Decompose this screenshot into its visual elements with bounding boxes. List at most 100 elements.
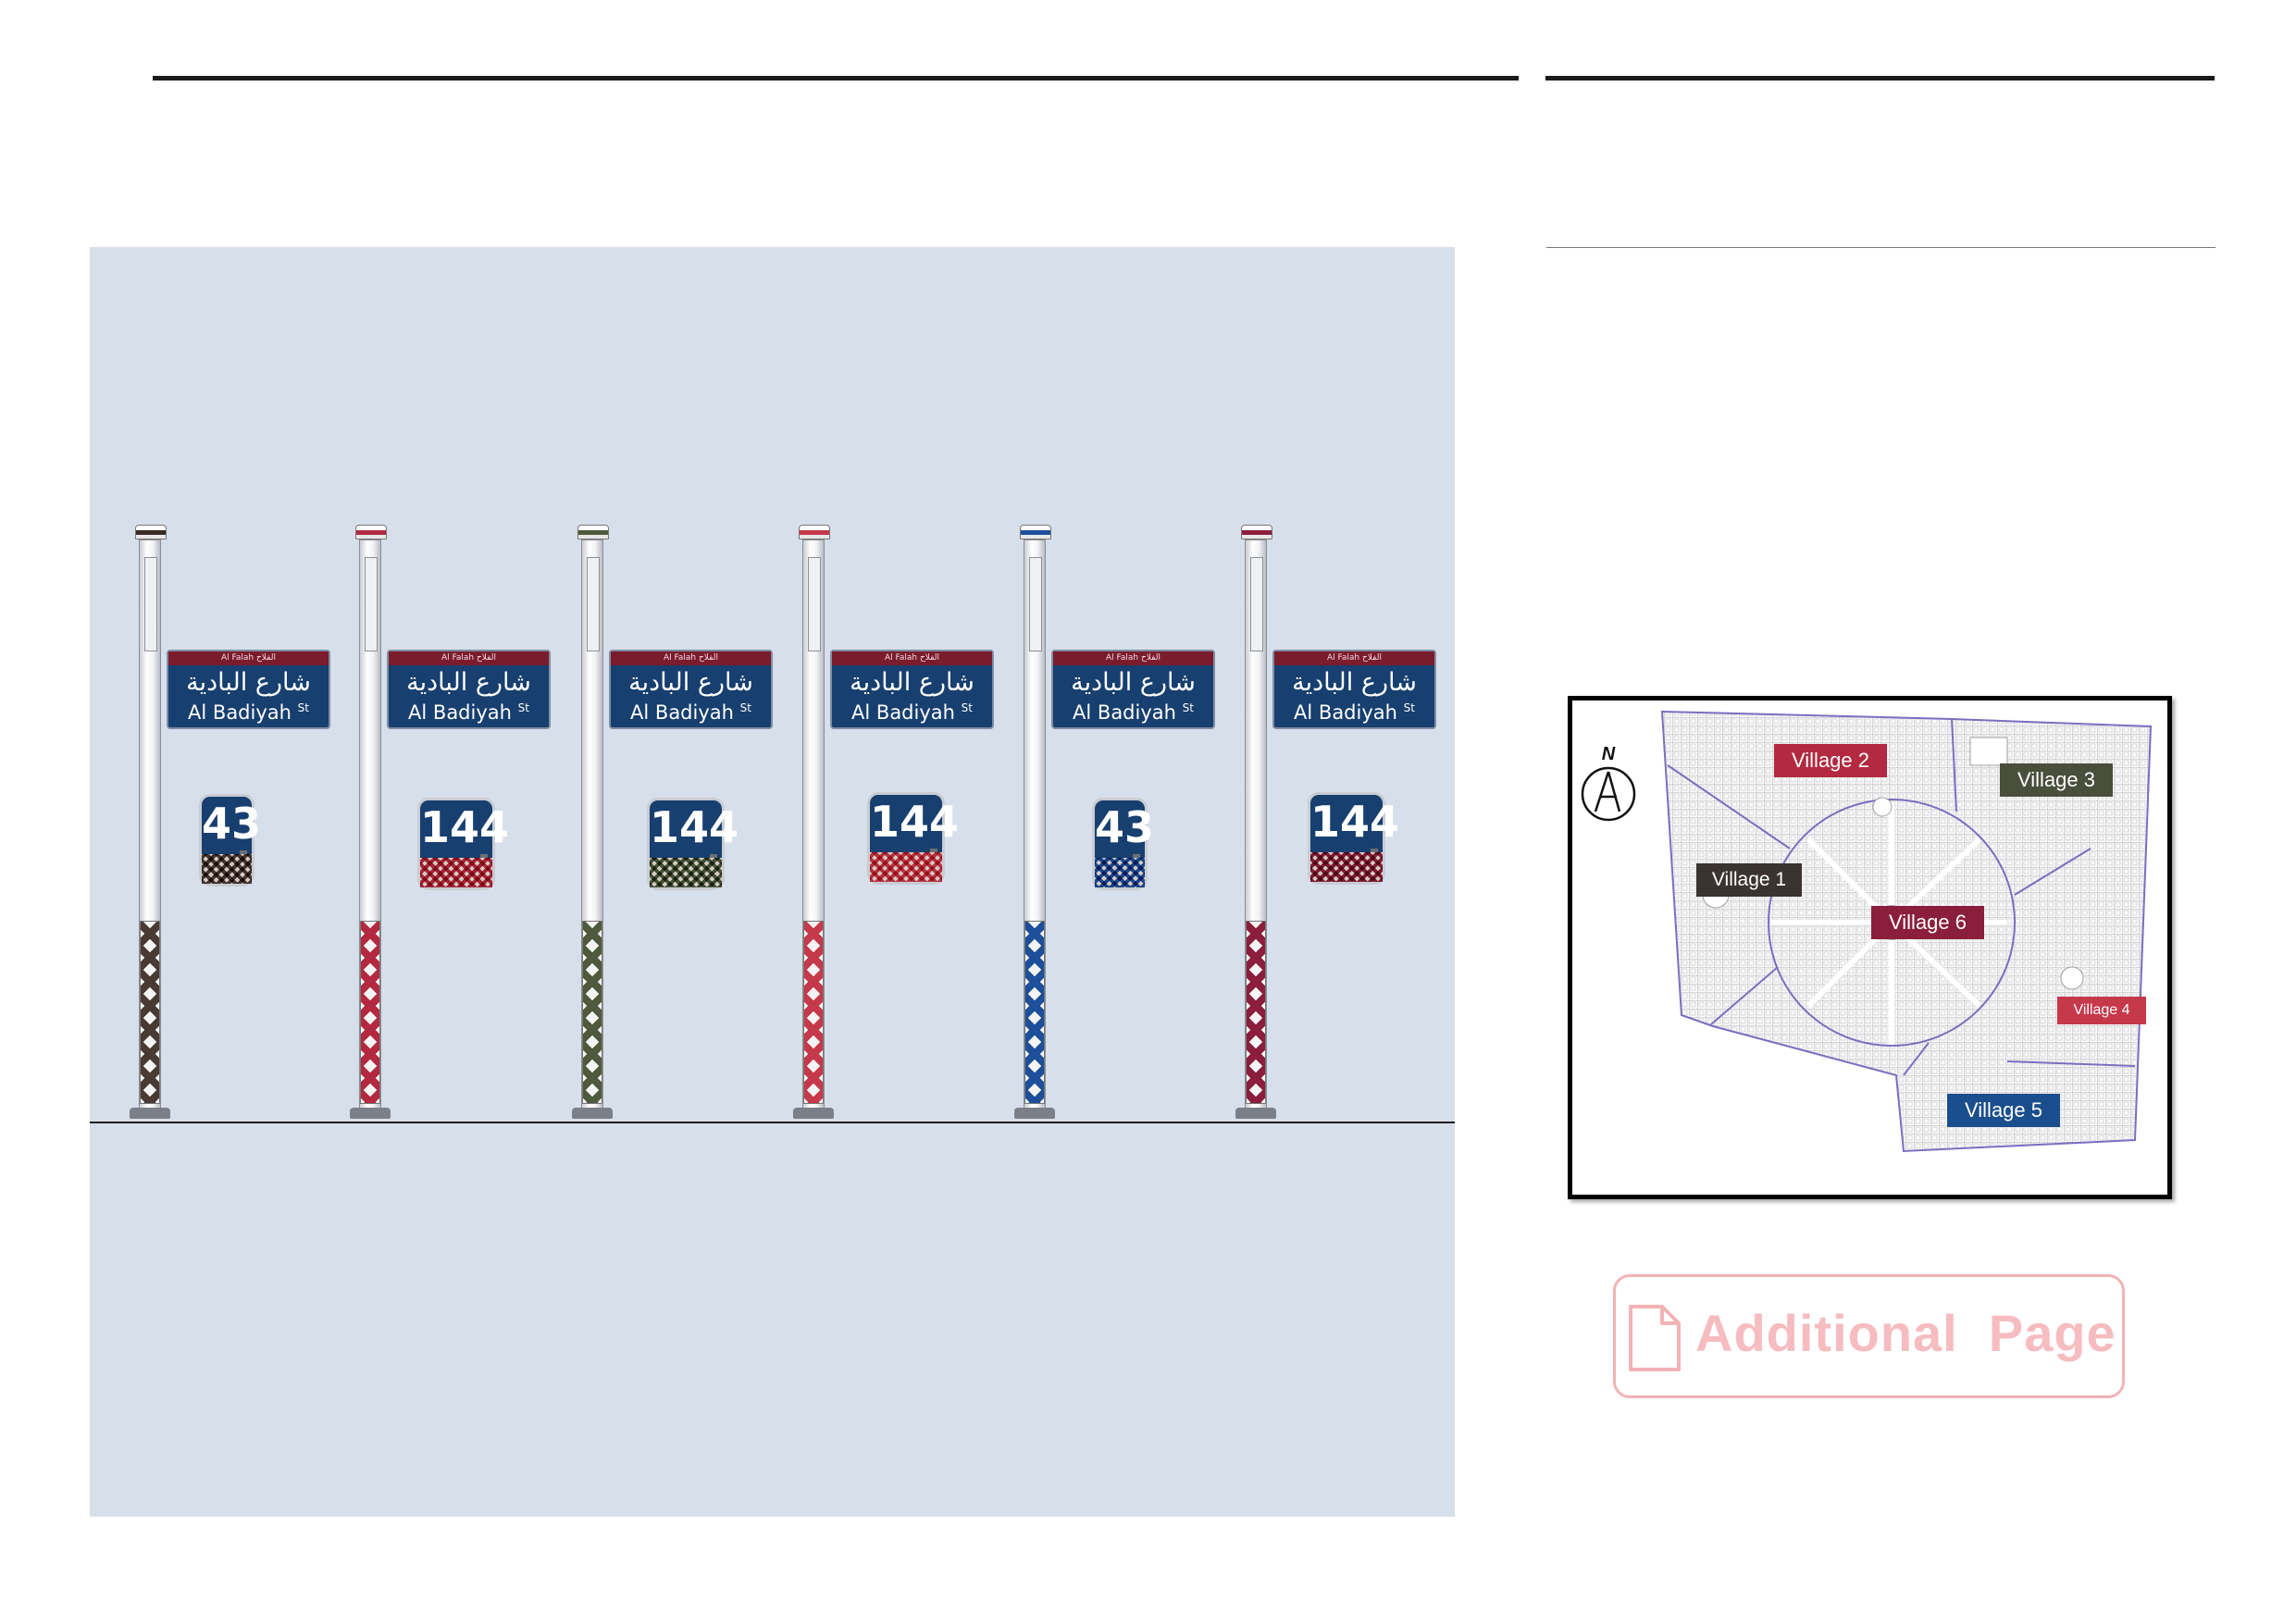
pole-base bbox=[350, 1108, 391, 1119]
building-number-plate: 144 bbox=[647, 798, 739, 890]
street-name-arabic: شارع البادية bbox=[628, 668, 753, 697]
pole-base bbox=[793, 1108, 834, 1119]
street-suffix: St bbox=[517, 701, 529, 714]
street-name-arabic: شارع البادية bbox=[1071, 668, 1196, 697]
pole-slot bbox=[808, 557, 821, 651]
sadu-pattern-band bbox=[582, 921, 602, 1104]
location-map: N Village 2 Village 3 Village 1 Village 6 Vi… bbox=[1568, 696, 2172, 1199]
building-number: 144 bbox=[650, 802, 739, 852]
sadu-pattern-band bbox=[360, 921, 380, 1104]
sadu-pattern-band bbox=[1024, 921, 1045, 1104]
pole-slot bbox=[1029, 557, 1042, 651]
plate-pattern bbox=[1095, 858, 1145, 887]
street-name-english-text: Al Badiyah bbox=[851, 701, 962, 724]
plate-pattern bbox=[650, 858, 722, 887]
street-name-arabic: شارع البادية bbox=[850, 668, 974, 697]
building-number-plate: 43 bbox=[1092, 798, 1155, 890]
plate-pattern bbox=[870, 852, 942, 882]
street-suffix: St bbox=[1403, 701, 1415, 714]
street-suffix: St bbox=[739, 701, 751, 714]
pole-cap bbox=[577, 525, 609, 539]
pole-cap bbox=[799, 525, 830, 539]
village-label: Village 2 bbox=[1774, 744, 1887, 777]
pole-slot bbox=[1250, 557, 1263, 651]
sadu-pattern-band bbox=[803, 921, 824, 1104]
village-label: Village 5 bbox=[1947, 1094, 2060, 1127]
pole-base bbox=[572, 1108, 613, 1119]
street-suffix: St bbox=[961, 701, 973, 714]
sadu-pattern-band bbox=[1246, 921, 1266, 1104]
district-label: Al Falah الفلاح bbox=[389, 651, 549, 665]
additional-page-stamp: Additional Page bbox=[1613, 1274, 2125, 1398]
pole-base bbox=[1014, 1108, 1055, 1119]
street-suffix: St bbox=[1182, 701, 1194, 714]
pole-cap bbox=[135, 525, 167, 539]
north-label: N bbox=[1602, 744, 1616, 764]
building-number-plate: 144 bbox=[1308, 792, 1400, 885]
header-rule-left bbox=[153, 76, 1519, 81]
village-label: Village 6 bbox=[1871, 906, 1984, 939]
street-name-english: Al Badiyah St bbox=[611, 698, 771, 723]
district-label: Al Falah الفلاح bbox=[832, 651, 992, 665]
document-icon bbox=[1629, 1305, 1681, 1371]
street-name-arabic: شارع البادية bbox=[406, 668, 531, 697]
street-name-english-text: Al Badiyah bbox=[1073, 701, 1183, 724]
pole-slot bbox=[144, 557, 157, 651]
stamp-text: Additional Page bbox=[1695, 1304, 2116, 1362]
building-number: 144 bbox=[1310, 797, 1400, 847]
pole-cap bbox=[355, 525, 387, 539]
header-rule-right bbox=[1545, 76, 2215, 81]
street-name-english-text: Al Badiyah bbox=[1294, 701, 1404, 724]
street-name-english-text: Al Badiyah bbox=[630, 701, 740, 724]
district-label: Al Falah الفلاح bbox=[611, 651, 771, 665]
pole-base bbox=[1235, 1108, 1276, 1119]
street-name-arabic: شارع البادية bbox=[186, 668, 311, 697]
district-label: Al Falah الفلاح bbox=[1274, 651, 1434, 665]
district-label: Al Falah الفلاح bbox=[168, 651, 329, 665]
ground-line bbox=[90, 1122, 1455, 1123]
sidebar-divider bbox=[1546, 247, 2215, 248]
pole-cap bbox=[1241, 525, 1272, 539]
street-name-english: Al Badiyah St bbox=[1053, 698, 1213, 723]
building-number: 144 bbox=[420, 802, 510, 852]
street-name-arabic: شارع البادية bbox=[1292, 668, 1417, 697]
plate-pattern bbox=[202, 854, 252, 884]
street-name-english: Al Badiyah St bbox=[389, 698, 549, 723]
street-sign-elevation-panel bbox=[90, 247, 1455, 1517]
village-label: Village 1 bbox=[1696, 863, 1802, 897]
district-label: Al Falah الفلاح bbox=[1053, 651, 1213, 665]
plate-pattern bbox=[1310, 852, 1383, 882]
village-label: Village 3 bbox=[2000, 763, 2113, 797]
building-number-plate: 144 bbox=[417, 798, 510, 890]
street-suffix: St bbox=[297, 701, 309, 714]
street-name-english: Al Badiyah St bbox=[1274, 698, 1434, 723]
plate-pattern bbox=[420, 858, 492, 887]
street-name-english: Al Badiyah St bbox=[168, 698, 329, 723]
sadu-pattern-band bbox=[140, 921, 160, 1104]
building-number-plate: 43 bbox=[199, 794, 262, 886]
pole-base bbox=[130, 1108, 170, 1119]
street-name-english-text: Al Badiyah bbox=[408, 701, 518, 724]
pole-slot bbox=[587, 557, 600, 651]
pole-slot bbox=[365, 557, 378, 651]
street-name-english: Al Badiyah St bbox=[832, 698, 992, 723]
building-number: 43 bbox=[1095, 802, 1155, 852]
building-number: 144 bbox=[870, 797, 960, 847]
pole-cap bbox=[1020, 525, 1051, 539]
village-label: Village 4 bbox=[2057, 997, 2146, 1024]
building-number: 43 bbox=[202, 799, 262, 849]
building-number-plate: 144 bbox=[867, 792, 960, 885]
street-name-english-text: Al Badiyah bbox=[188, 701, 298, 724]
